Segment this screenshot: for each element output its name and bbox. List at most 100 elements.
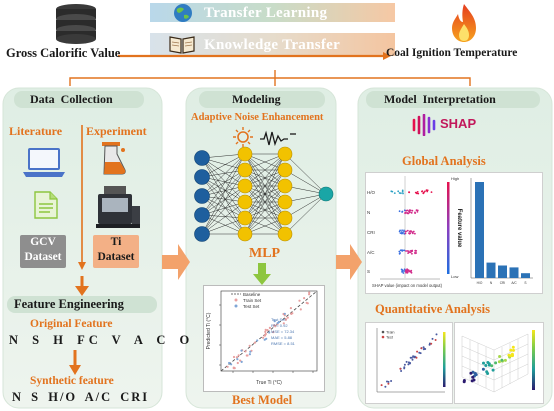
beeswarm-point <box>408 269 410 272</box>
importance-bar <box>486 262 496 278</box>
beeswarm-point <box>404 232 407 235</box>
beeswarm-point <box>404 270 407 273</box>
synthetic-feature-label: Synthetic feature <box>30 375 114 387</box>
surface-point <box>471 375 475 379</box>
feature-engineering-title: Feature Engineering <box>14 297 124 311</box>
beeswarm-point <box>412 230 415 233</box>
surface-point <box>512 348 515 352</box>
train-point <box>244 350 247 353</box>
beeswarm-point <box>411 250 413 253</box>
beeswarm-point <box>399 232 402 234</box>
dep-legend-train: Train <box>386 331 395 335</box>
modeling-title: Modeling <box>232 92 281 106</box>
original-feature-list: N S H FC V A C O <box>9 333 194 347</box>
beeswarm-point <box>403 229 405 232</box>
train-point <box>235 356 238 359</box>
beeswarm-point <box>398 250 401 253</box>
beeswarm-point <box>404 230 407 233</box>
beeswarm-point <box>408 232 410 235</box>
importance-bar-label: CRI <box>500 281 506 285</box>
beeswarm-point <box>391 190 394 193</box>
dependence-point <box>420 347 423 350</box>
beaker-icon <box>100 140 130 181</box>
beeswarm-point <box>409 232 412 235</box>
beeswarm-point <box>400 192 402 195</box>
transfer-learning-label: Transfer Learning <box>204 5 328 21</box>
beeswarm-point <box>421 190 424 192</box>
mlp-label: MLP <box>249 246 281 261</box>
legend-train: Train Set <box>243 298 262 303</box>
bee-feature-3: A/C <box>367 250 375 255</box>
mlp-network <box>194 146 334 242</box>
gcv-dataset-line2: Dataset <box>24 251 62 263</box>
beeswarm-point <box>415 191 417 194</box>
train-point <box>264 330 267 333</box>
importance-bar-label: N <box>490 281 493 285</box>
beeswarm-point <box>401 250 404 252</box>
train-point <box>236 358 239 361</box>
dependence-point <box>428 343 431 346</box>
surface-point <box>509 348 513 352</box>
stats-line-0: Test Set <box>271 317 286 322</box>
train-point <box>265 337 268 340</box>
train-point <box>305 301 308 304</box>
beeswarm-point <box>407 250 410 253</box>
beeswarm-point <box>415 209 418 212</box>
dependence-point <box>434 339 437 341</box>
beeswarm-point <box>397 190 400 193</box>
shap-logo-icon <box>412 114 436 136</box>
train-point <box>232 355 236 359</box>
train-point <box>233 367 236 370</box>
train-point <box>268 331 271 334</box>
globe-icon <box>172 3 194 28</box>
train-point <box>256 339 259 342</box>
gcv-dataset-box <box>20 235 66 268</box>
beeswarm-point <box>417 192 420 195</box>
beeswarm-point <box>410 211 413 214</box>
beeswarm-point <box>405 250 407 252</box>
shap-label: SHAP <box>440 116 477 131</box>
coal-ignition-temperature-label: Coal Ignition Temperature <box>386 47 518 59</box>
dependence-point <box>435 333 438 336</box>
importance-bar-label: A/C <box>511 281 517 285</box>
surface-point <box>482 361 485 365</box>
train-point <box>273 320 276 323</box>
stats-line-2: MSE = 72.34 <box>271 329 295 334</box>
dependence-point <box>380 384 383 387</box>
surface-point <box>487 363 491 367</box>
dependence-point <box>387 380 390 383</box>
stats-line-4: RMSE = 8.51 <box>271 341 296 346</box>
train-point <box>245 354 248 357</box>
beeswarm-point <box>393 192 396 194</box>
train-point <box>248 344 251 347</box>
colorbar-low: Low <box>451 274 458 279</box>
beeswarm-point <box>403 209 406 212</box>
legend-baseline: Baseline <box>243 292 261 297</box>
surface-point <box>491 368 495 372</box>
legend-test: Test Set <box>243 304 260 309</box>
surface-point <box>473 372 477 375</box>
surface-point <box>511 345 515 349</box>
dependence-point <box>387 382 390 385</box>
train-point <box>272 331 275 334</box>
beeswarm-point <box>408 191 410 194</box>
train-point <box>266 329 269 332</box>
beeswarm-point <box>406 268 408 270</box>
stats-line-3: MAE = 5.88 <box>271 335 293 340</box>
book-icon <box>168 33 196 60</box>
beeswarm-point <box>406 250 409 252</box>
beeswarm-point <box>408 210 410 212</box>
importance-bar <box>509 267 519 278</box>
beeswarm-point <box>409 251 412 254</box>
dependence-point <box>413 356 416 359</box>
train-point <box>289 307 292 310</box>
train-point <box>290 312 293 315</box>
surface-point <box>490 364 494 368</box>
beeswarm-point <box>411 252 413 255</box>
train-point <box>236 361 239 365</box>
train-point <box>268 326 271 329</box>
ti-dataset-box <box>93 235 139 268</box>
train-point <box>248 353 251 356</box>
beeswarm-point <box>403 249 406 252</box>
train-point <box>253 341 256 344</box>
